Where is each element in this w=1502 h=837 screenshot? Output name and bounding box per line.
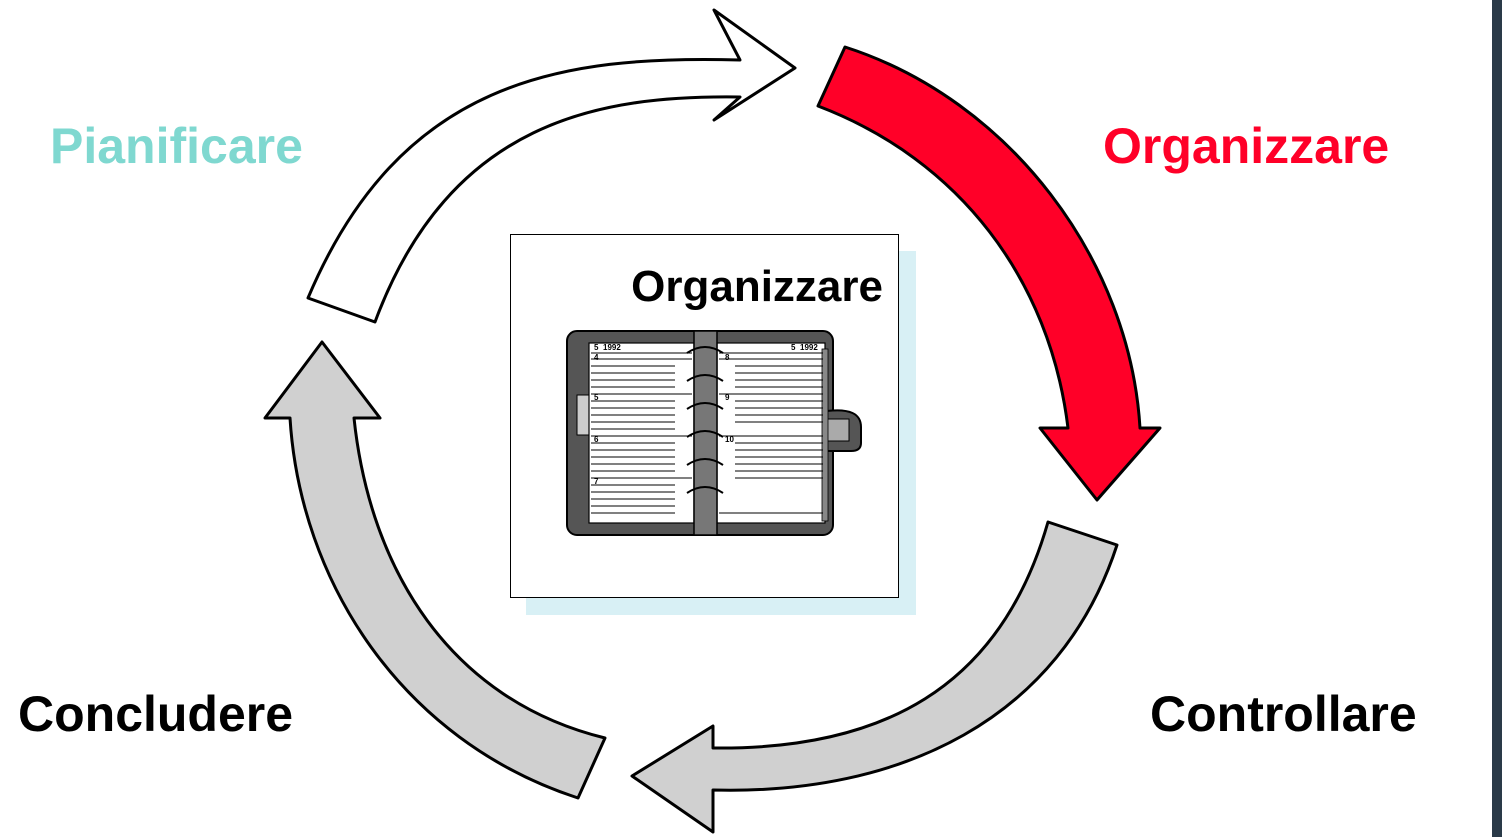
planner-month-left: 5	[594, 343, 599, 352]
planner-day: 5	[594, 393, 599, 402]
center-title: Organizzare	[631, 262, 883, 311]
phase-label-control: Controllare	[1150, 686, 1417, 742]
planner-month-right: 5	[791, 343, 796, 352]
planner-lines	[591, 352, 823, 514]
planner-day: 7	[594, 477, 599, 486]
planner-day: 8	[725, 353, 730, 362]
window-edge-bar	[1492, 0, 1502, 837]
planner-day: 10	[725, 435, 734, 444]
arrow-plan	[306, 8, 797, 324]
planner-icon: 5 1992 5 1992 4 5 6 7 8 9 10	[566, 330, 862, 536]
planner-rings	[686, 346, 724, 494]
planner-day: 9	[725, 393, 730, 402]
arrow-control	[630, 520, 1119, 834]
phase-label-plan: Pianificare	[50, 118, 303, 174]
arrow-organize	[816, 45, 1162, 502]
phase-label-organize: Organizzare	[1103, 118, 1390, 174]
planner-year-left: 1992	[603, 343, 621, 352]
planner-year-right: 1992	[800, 343, 818, 352]
arrow-conclude	[263, 340, 607, 800]
planner-day: 6	[594, 435, 599, 444]
center-panel: Organizzare	[510, 234, 899, 598]
planner-day: 4	[594, 353, 599, 362]
phase-label-conclude: Concludere	[18, 686, 294, 742]
